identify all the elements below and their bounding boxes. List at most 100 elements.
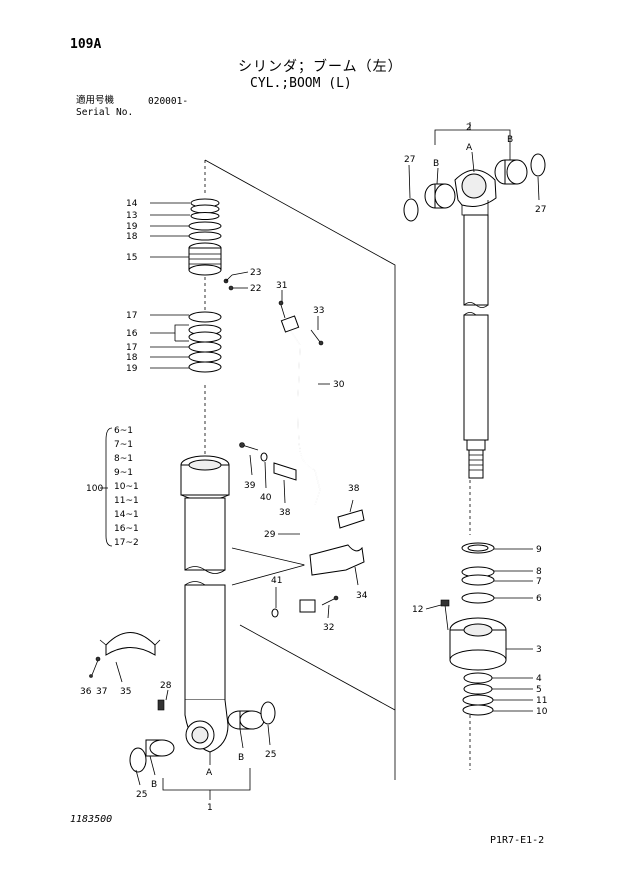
callout-7: 7 [536, 577, 542, 587]
kit-item: 6~1 [114, 426, 133, 436]
dust-seal-27-left [403, 198, 419, 222]
callout-18: 18 [126, 353, 138, 363]
bolt-39 [239, 442, 259, 451]
o-ring-18 [188, 231, 222, 241]
callout-13: 13 [126, 211, 137, 221]
kit-item: 17~2 [114, 538, 139, 548]
callout-17: 17 [126, 311, 137, 321]
callout-25: 25 [265, 750, 276, 760]
seals-8-7 [461, 566, 495, 586]
callout-B: B [433, 159, 439, 169]
bracket-34 [309, 544, 365, 576]
bushing-B-rod-right [494, 159, 528, 185]
dust-seal-25-right [260, 701, 276, 725]
callout-B: B [507, 135, 513, 145]
drawing-number: 1183500 [70, 814, 113, 825]
callout-30: 30 [333, 380, 345, 390]
piston-rod [454, 169, 497, 479]
serial-label-english: Serial No. [76, 107, 134, 118]
callout-38: 38 [348, 484, 360, 494]
clamp-29 [299, 599, 316, 613]
piston-seal-set [188, 311, 222, 373]
callout-35: 35 [120, 687, 131, 697]
callout-29: 29 [264, 530, 276, 540]
callout-27: 27 [404, 155, 415, 165]
backup-ring-19 [188, 221, 222, 231]
bushing-B-right [227, 710, 265, 730]
callout-5: 5 [536, 685, 542, 695]
callout-27: 27 [535, 205, 546, 215]
bushing-B-left [145, 739, 175, 757]
callout-36: 36 [80, 687, 92, 697]
flange-30-top [280, 315, 300, 333]
seal-9 [461, 542, 495, 554]
callout-B: B [238, 753, 244, 763]
callout-A: A [206, 768, 213, 778]
callout-4: 4 [536, 674, 542, 684]
callout-A: A [466, 143, 473, 153]
callout-40: 40 [260, 493, 272, 503]
callout-6: 6 [536, 594, 542, 604]
seal-ring-14 [190, 198, 220, 214]
ball-22 [228, 285, 234, 291]
title-english: CYL.;BOOM (L) [250, 76, 352, 91]
kit-item: 8~1 [114, 454, 133, 464]
cylinder-head-3 [449, 617, 507, 671]
callout-3: 3 [536, 645, 542, 655]
bolt-33 [310, 329, 324, 346]
callout-2: 2 [466, 123, 472, 133]
callout-9: 9 [536, 545, 542, 555]
kit-item: 9~1 [114, 468, 133, 478]
callout-14: 14 [126, 199, 138, 209]
o-ring-41 [271, 608, 279, 618]
callout-12: 12 [412, 605, 423, 615]
seal-6 [461, 592, 495, 604]
callout-28: 28 [160, 681, 172, 691]
callout-17: 17 [126, 343, 137, 353]
callout-25: 25 [136, 790, 147, 800]
pipe-30 [289, 329, 321, 600]
callout-22: 22 [250, 284, 261, 294]
callout-41: 41 [271, 576, 282, 586]
rings-4-5-11-10 [462, 672, 494, 716]
washer-40 [260, 452, 268, 462]
callout-38: 38 [279, 508, 291, 518]
callout-8: 8 [536, 567, 542, 577]
callout-labels: 14 13 19 18 15 17 16 17 18 19 23 22 31 3… [80, 123, 548, 813]
bushing-B-rod-left [424, 183, 456, 209]
clamp-band-35 [99, 632, 161, 656]
callout-37: 37 [96, 687, 107, 697]
kit-item: 14~1 [114, 510, 139, 520]
kit-item: 10~1 [114, 482, 139, 492]
callout-B: B [151, 780, 157, 790]
grease-fitting-28 [157, 699, 165, 711]
piston-15 [188, 242, 222, 276]
set-screw-23 [223, 274, 233, 284]
callout-10: 10 [536, 707, 548, 717]
leader-lines [100, 122, 540, 800]
serial-label-japanese: 適用号機 [76, 95, 115, 106]
callout-23: 23 [250, 268, 261, 278]
callout-15: 15 [126, 253, 137, 263]
callout-19: 19 [126, 222, 138, 232]
cylinder-tube [180, 455, 230, 753]
callout-32: 32 [323, 623, 334, 633]
callout-16: 16 [126, 329, 138, 339]
dust-seal-25-left [129, 747, 147, 773]
callout-31: 31 [276, 281, 287, 291]
clamp-38-b [337, 509, 365, 529]
assembly-frame [204, 159, 471, 780]
sheet-reference: P1R7-E1-2 [490, 835, 545, 846]
callout-39: 39 [244, 481, 256, 491]
callout-100: 100 [86, 484, 103, 494]
callout-11: 11 [536, 696, 547, 706]
clamp-38-a [273, 462, 297, 481]
callout-18: 18 [126, 232, 138, 242]
bolt-31 [278, 300, 286, 319]
callout-33: 33 [313, 306, 324, 316]
serial-value: 020001- [148, 96, 189, 107]
callout-34: 34 [356, 591, 368, 601]
kit-item: 16~1 [114, 524, 139, 534]
bolt-32 [321, 595, 339, 606]
